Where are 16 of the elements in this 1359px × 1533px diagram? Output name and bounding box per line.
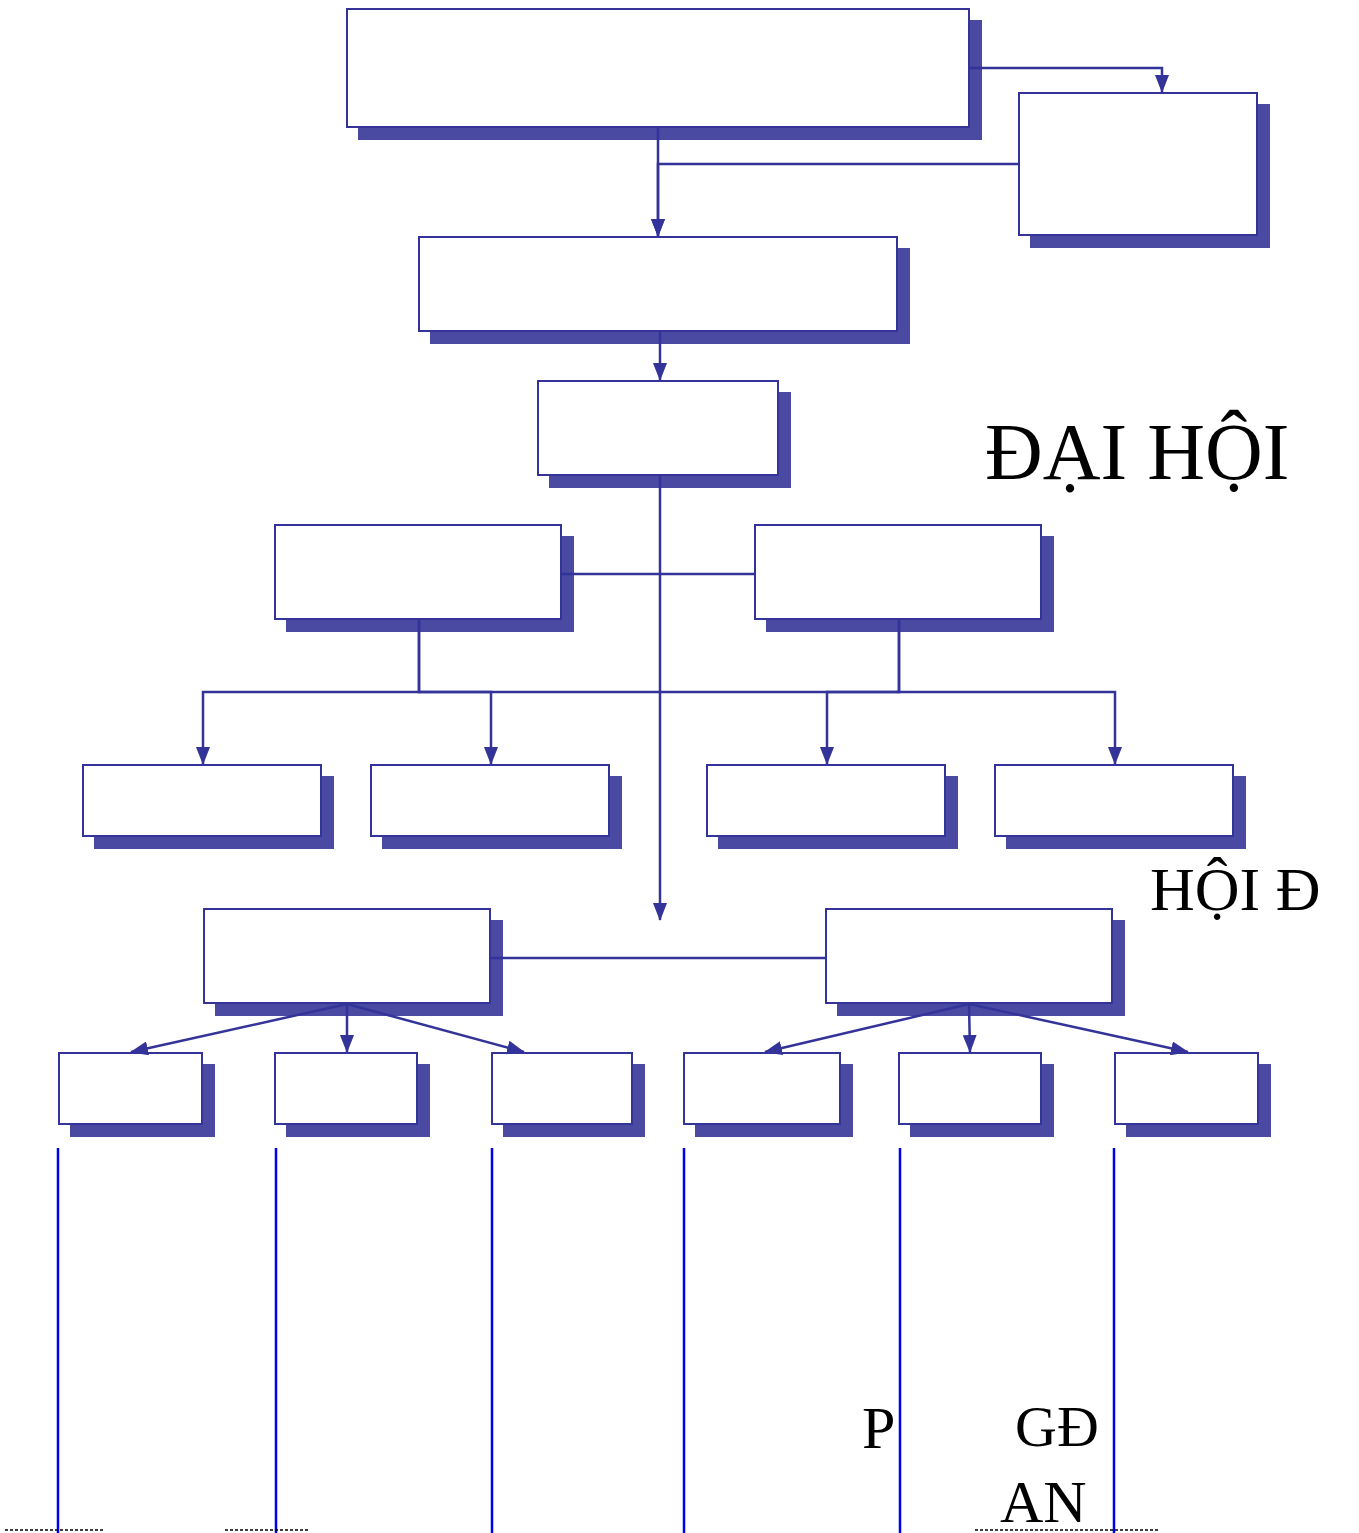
arrow (130, 1002, 348, 1056)
arrow (651, 128, 665, 237)
arrow (968, 1002, 1189, 1056)
arrow (962, 1003, 977, 1053)
connector-line (491, 956, 825, 960)
arrow (346, 1002, 525, 1055)
arrow (970, 66, 1169, 93)
arrow (653, 476, 667, 921)
arrow (764, 1002, 970, 1055)
arrow (653, 332, 667, 381)
arrow (340, 1004, 354, 1053)
connector-line (562, 572, 754, 576)
heading-text: GĐ (1015, 1398, 1099, 1456)
heading-text: HỘI Đ (1150, 858, 1321, 920)
heading-text: AN (1000, 1472, 1087, 1532)
heading-text: P (862, 1398, 896, 1458)
